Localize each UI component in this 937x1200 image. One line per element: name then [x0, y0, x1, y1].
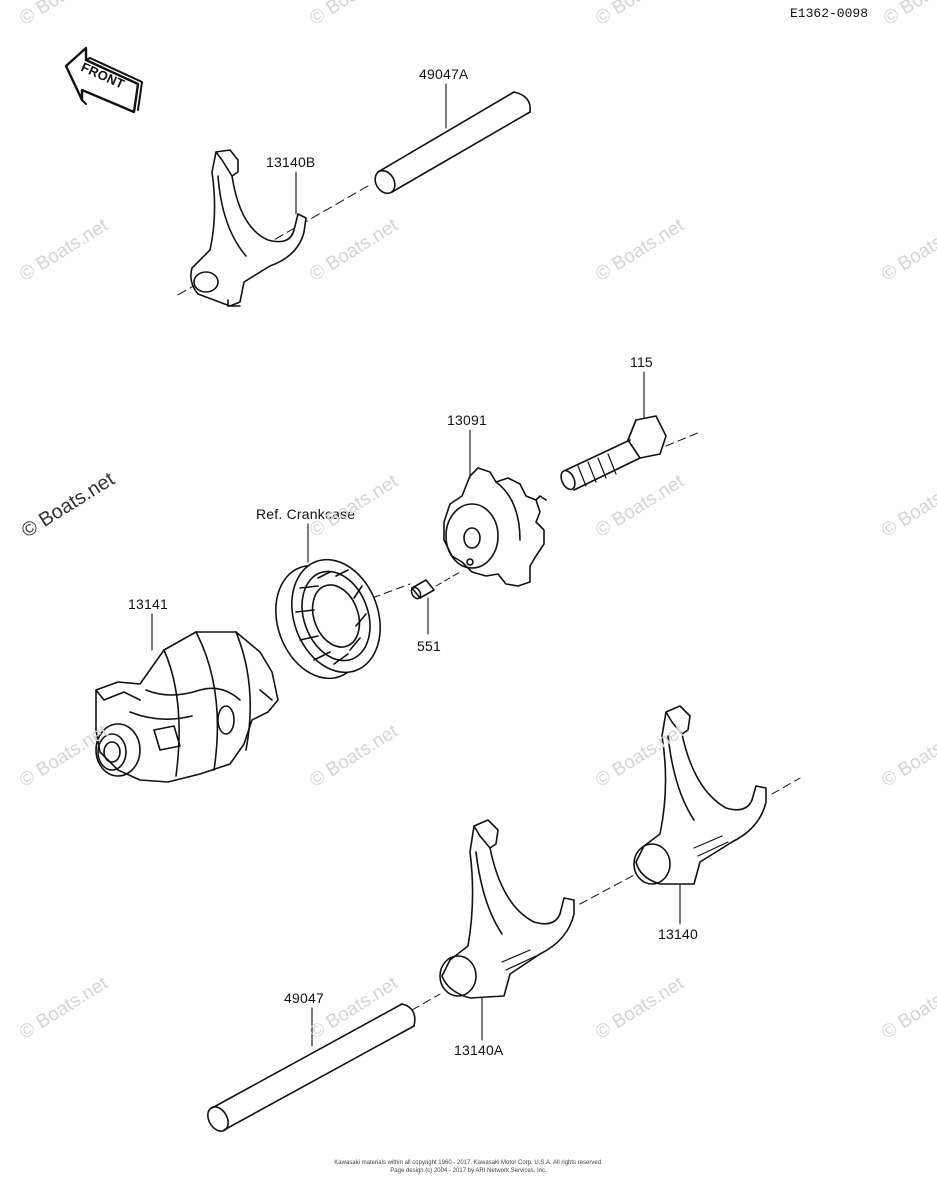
bolt-115-drawing	[558, 416, 700, 492]
part-label-13140B: 13140B	[266, 154, 316, 170]
fork-13140A-drawing	[412, 820, 574, 1010]
part-label-13141: 13141	[128, 596, 168, 612]
leader-lines	[152, 84, 680, 1046]
part-label-13140: 13140	[658, 926, 698, 942]
fork-13140-drawing	[580, 706, 800, 904]
star-plate-13091-drawing	[444, 468, 546, 586]
part-label-ref-crankcase: Ref. Crankcase	[256, 506, 356, 522]
pin-551-drawing	[372, 572, 460, 600]
shaft-49047-drawing	[204, 1004, 415, 1135]
part-label-115: 115	[630, 354, 653, 370]
part-label-551: 551	[417, 638, 441, 654]
part-label-49047A: 49047A	[419, 66, 469, 82]
part-label-13140A: 13140A	[454, 1042, 504, 1058]
footer-copyright: Kawasaki materials within all copyright …	[334, 1160, 603, 1166]
diagram-code: E1362-0098	[790, 6, 869, 21]
shift-drum-13141-drawing	[96, 632, 278, 782]
part-label-49047: 49047	[284, 990, 324, 1006]
bearing-drawing	[261, 547, 396, 691]
fork-13140B-drawing	[191, 150, 306, 306]
part-label-13091: 13091	[447, 412, 487, 428]
footer-page-design: Page design (c) 2004 - 2017 by ARI Netwo…	[390, 1168, 547, 1174]
front-arrow-icon	[66, 48, 142, 112]
